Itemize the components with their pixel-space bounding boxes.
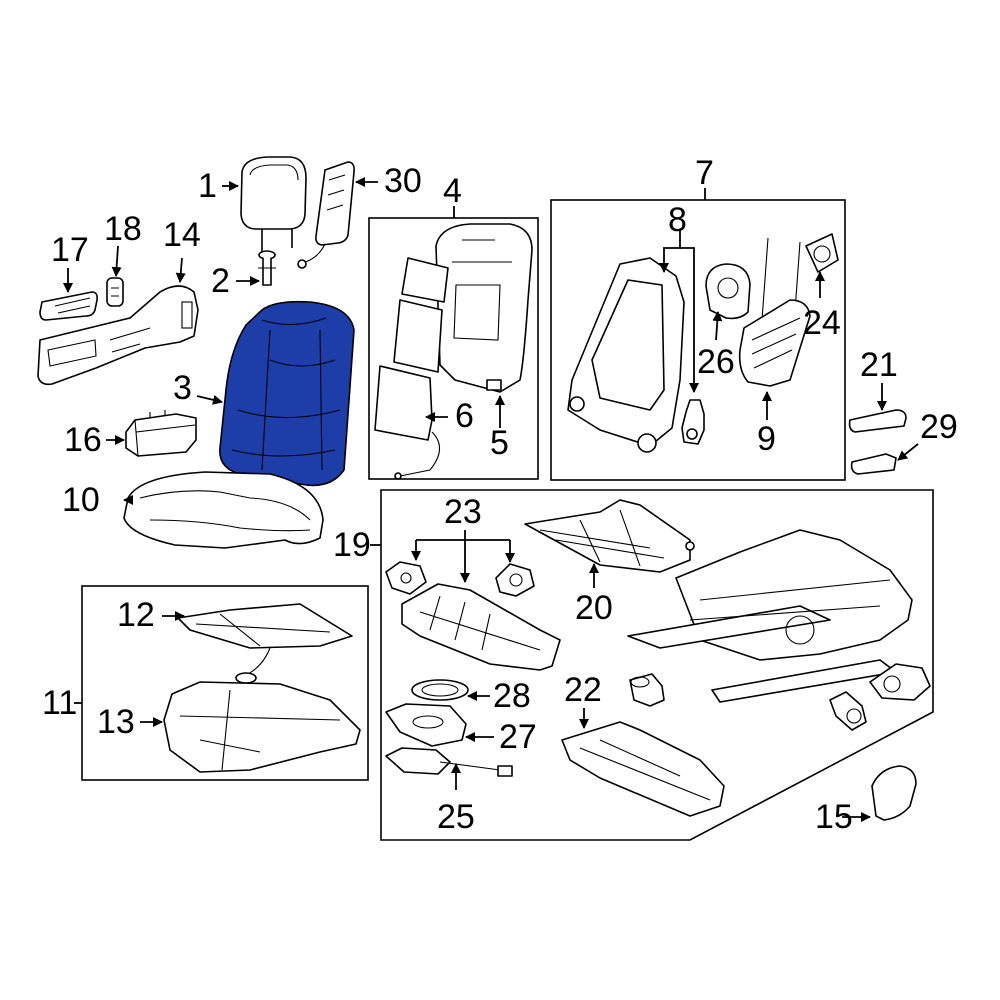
callout-27: 27	[499, 718, 537, 756]
cushion-pad	[163, 681, 361, 773]
lumbar-motor	[705, 263, 751, 320]
callout-5: 5	[490, 424, 509, 462]
callout-9: 9	[757, 420, 776, 458]
recliner-cover	[871, 765, 917, 821]
seat-cushion-cover	[123, 471, 324, 549]
callout-19: 19	[333, 526, 371, 564]
callout-3: 3	[173, 369, 192, 407]
seat-base-bracket	[401, 583, 561, 671]
seat-back-frame	[567, 257, 685, 453]
side-trim-panel	[37, 285, 199, 386]
leader-lines	[63, 177, 919, 822]
lumbar-support	[738, 237, 811, 387]
plate-harness	[385, 747, 513, 777]
heater-pad-cushion	[177, 603, 353, 684]
ring-seal	[411, 679, 469, 701]
seat-back-heater-pad	[374, 257, 449, 480]
seat-back-frame-pad	[435, 223, 533, 393]
callout-17: 17	[51, 231, 89, 269]
track-motor-b	[829, 691, 867, 731]
recliner-adjuster	[681, 399, 705, 445]
group-box-11	[81, 585, 369, 781]
cushion-spring	[524, 499, 695, 573]
callout-6: 6	[455, 397, 474, 435]
callout-16: 16	[64, 421, 102, 459]
under-cover	[561, 721, 725, 817]
control-module	[125, 410, 197, 457]
track-motor-a	[629, 673, 665, 707]
callout-28: 28	[493, 677, 531, 715]
callout-18: 18	[104, 210, 142, 248]
trim-cover-rear	[850, 453, 897, 475]
callout-24: 24	[803, 304, 841, 342]
seat-back-cover-highlighted	[219, 300, 355, 487]
track-motor-c	[869, 663, 931, 701]
callout-8: 8	[668, 201, 687, 239]
callout-29: 29	[920, 408, 958, 446]
seat-track-assembly	[627, 529, 913, 703]
callout-14: 14	[163, 216, 201, 254]
headrest-guide	[258, 250, 276, 286]
callout-10: 10	[62, 481, 100, 519]
bracket-left	[385, 561, 427, 595]
headrest	[240, 156, 307, 252]
callout-20: 20	[575, 589, 613, 627]
callout-11: 11	[42, 684, 78, 722]
callout-25: 25	[437, 798, 475, 836]
callout-2: 2	[211, 262, 230, 300]
switch-button	[106, 277, 124, 307]
group-box-19	[380, 489, 934, 841]
callout-22: 22	[564, 671, 602, 709]
swivel-plate	[385, 703, 467, 747]
switch-knob	[39, 291, 98, 321]
callout-21: 21	[860, 346, 898, 384]
callout-13: 13	[97, 703, 135, 741]
callout-4: 4	[443, 172, 462, 210]
side-airbag	[297, 161, 355, 269]
callout-26: 26	[697, 343, 735, 381]
trim-cover-front	[848, 409, 907, 433]
lumbar-pad	[805, 233, 839, 273]
callout-1: 1	[198, 167, 217, 205]
callout-7: 7	[695, 154, 714, 192]
callout-30: 30	[384, 162, 422, 200]
callout-12: 12	[117, 596, 155, 634]
bracket-right	[495, 563, 535, 597]
callout-23: 23	[444, 493, 482, 531]
group-box-7	[550, 199, 846, 481]
callout-15: 15	[815, 798, 853, 836]
